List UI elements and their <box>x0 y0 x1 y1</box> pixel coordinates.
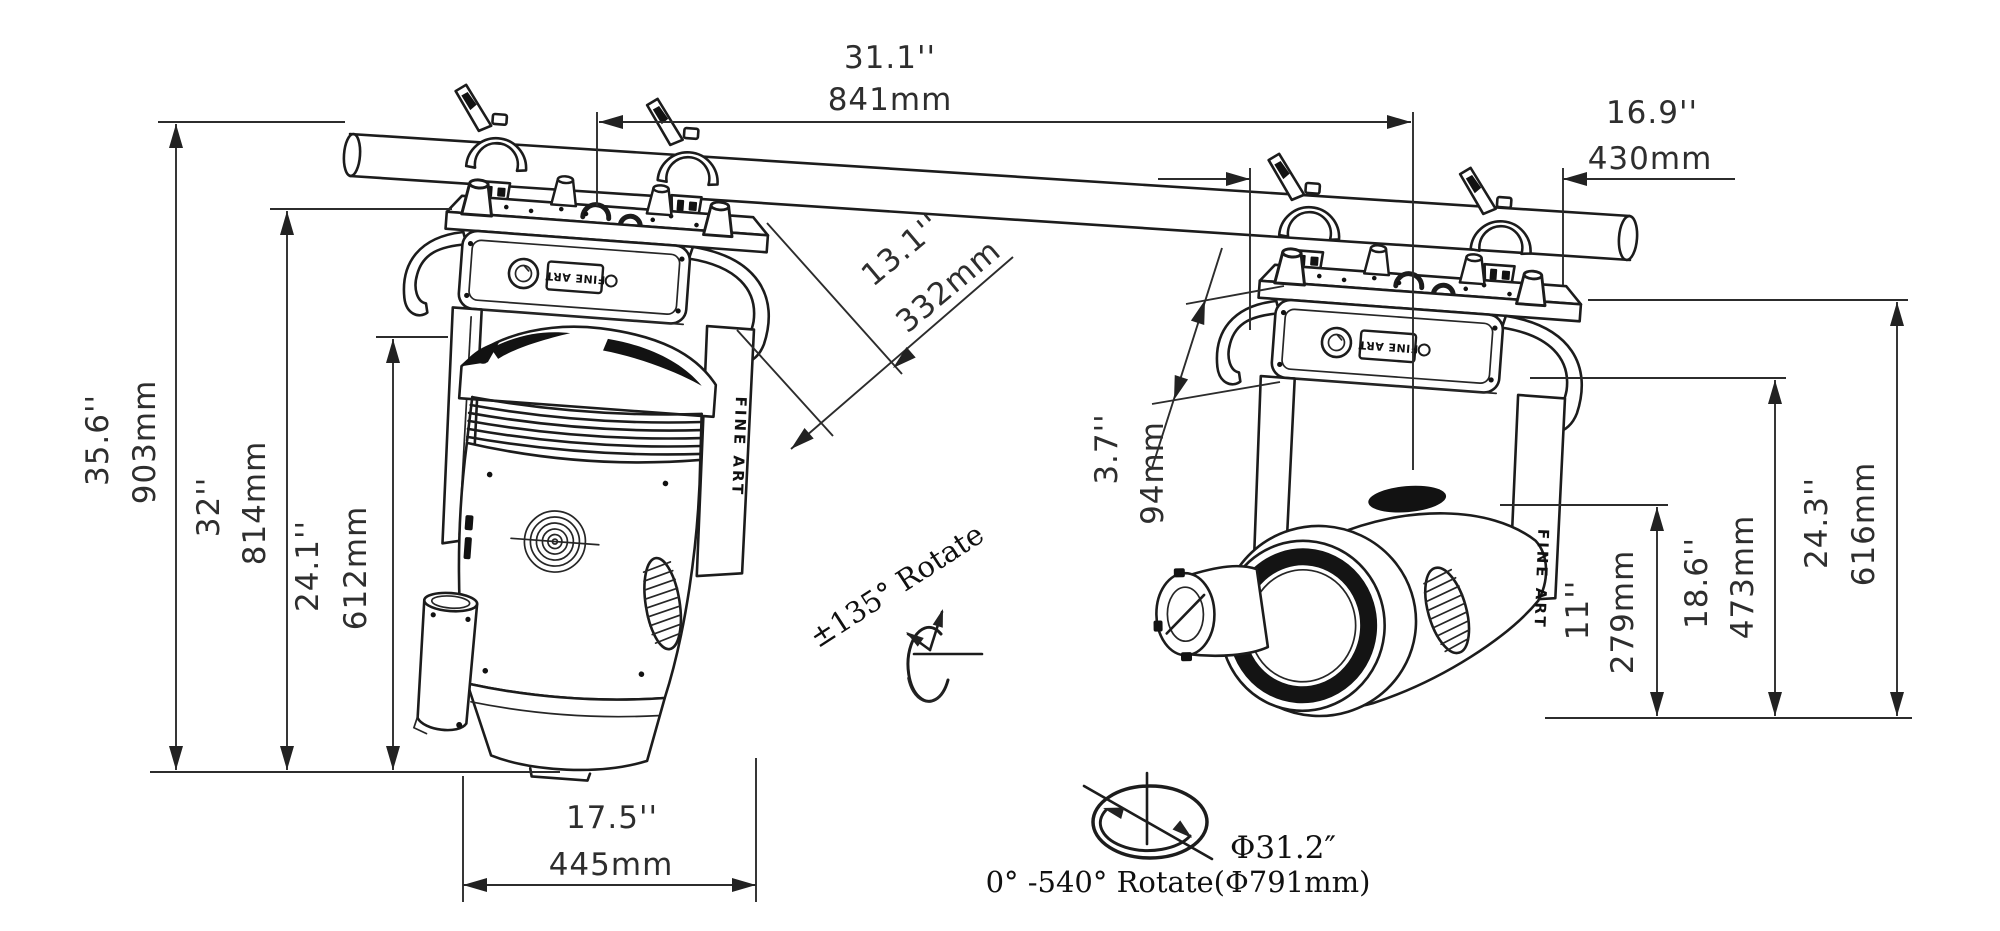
tilt-rotation-symbol <box>902 607 984 703</box>
head-accent <box>1368 485 1447 513</box>
dim-label: 16.9'' <box>1606 95 1698 131</box>
dim-clamp-height: 3.7'' 94mm <box>1089 247 1285 525</box>
tilt-range-label: ±135° Rotate <box>803 517 990 655</box>
dim-label: 3.7'' <box>1089 413 1125 484</box>
dim-lens-center-height: 11'' 279mm <box>1500 504 1668 716</box>
pan-diameter-label: Φ31.2″ <box>1230 830 1336 866</box>
side-vent <box>1423 566 1471 655</box>
dim-base-width: 17.5'' 445mm <box>462 758 757 902</box>
dim-base-diagonal: 13.1'' 332mm <box>736 207 1014 455</box>
dim-label: 35.6'' <box>80 394 116 486</box>
right-fixture: FINE ART <box>1153 147 1597 718</box>
dim-label: 24.3'' <box>1799 477 1835 569</box>
dim-label: 24.1'' <box>290 520 326 612</box>
dim-pipe-to-bottom: 32'' 814mm <box>191 208 452 770</box>
dim-tilted-overall: 24.3'' 616mm <box>1588 299 1908 716</box>
dim-label: 841mm <box>828 82 953 118</box>
dim-label: 430mm <box>1588 141 1713 177</box>
pan-rotation-symbol <box>1082 771 1214 861</box>
dim-label: 17.5'' <box>566 800 658 836</box>
dim-label: 445mm <box>549 847 674 883</box>
dim-tilted-head-height: 18.6'' 473mm <box>1530 377 1786 716</box>
dim-side-offset: 16.9'' 430mm <box>1158 95 1735 330</box>
dim-label: 31.1'' <box>844 40 936 76</box>
dim-label: 616mm <box>1846 462 1882 587</box>
dim-label: 32'' <box>191 477 227 538</box>
side-cylinder-mount <box>1153 564 1270 662</box>
brand-logo-side: FINE ART <box>1531 529 1553 630</box>
dim-label: 94mm <box>1135 421 1171 525</box>
dim-label: 612mm <box>338 506 374 631</box>
dim-label: 903mm <box>127 380 163 505</box>
dim-head-to-bottom: 24.1'' 612mm <box>290 336 448 770</box>
dimension-lines: 35.6'' 903mm 32'' 814mm 24.1'' 612mm <box>80 40 1912 902</box>
dim-label: 279mm <box>1605 550 1641 675</box>
head-shoulder <box>457 325 718 419</box>
side-vent <box>642 556 683 651</box>
dim-label: 473mm <box>1725 515 1761 640</box>
left-fixture: FINE ART <box>369 81 784 782</box>
dim-overall-height: 35.6'' 903mm <box>80 121 345 770</box>
cooling-ribs <box>465 395 704 460</box>
dim-label: 11'' <box>1560 580 1596 641</box>
dim-label: 18.6'' <box>1679 537 1715 629</box>
head-base <box>465 682 667 772</box>
side-handle-cylinder <box>412 591 479 735</box>
dim-fixture-spacing: 31.1'' 841mm <box>596 40 1414 470</box>
pan-range-label: 0° -540° Rotate(Φ791mm) <box>986 865 1371 899</box>
speaker-emblem <box>510 510 600 573</box>
brand-logo-side: FINE ART <box>728 396 750 497</box>
dim-label: 814mm <box>237 441 273 566</box>
